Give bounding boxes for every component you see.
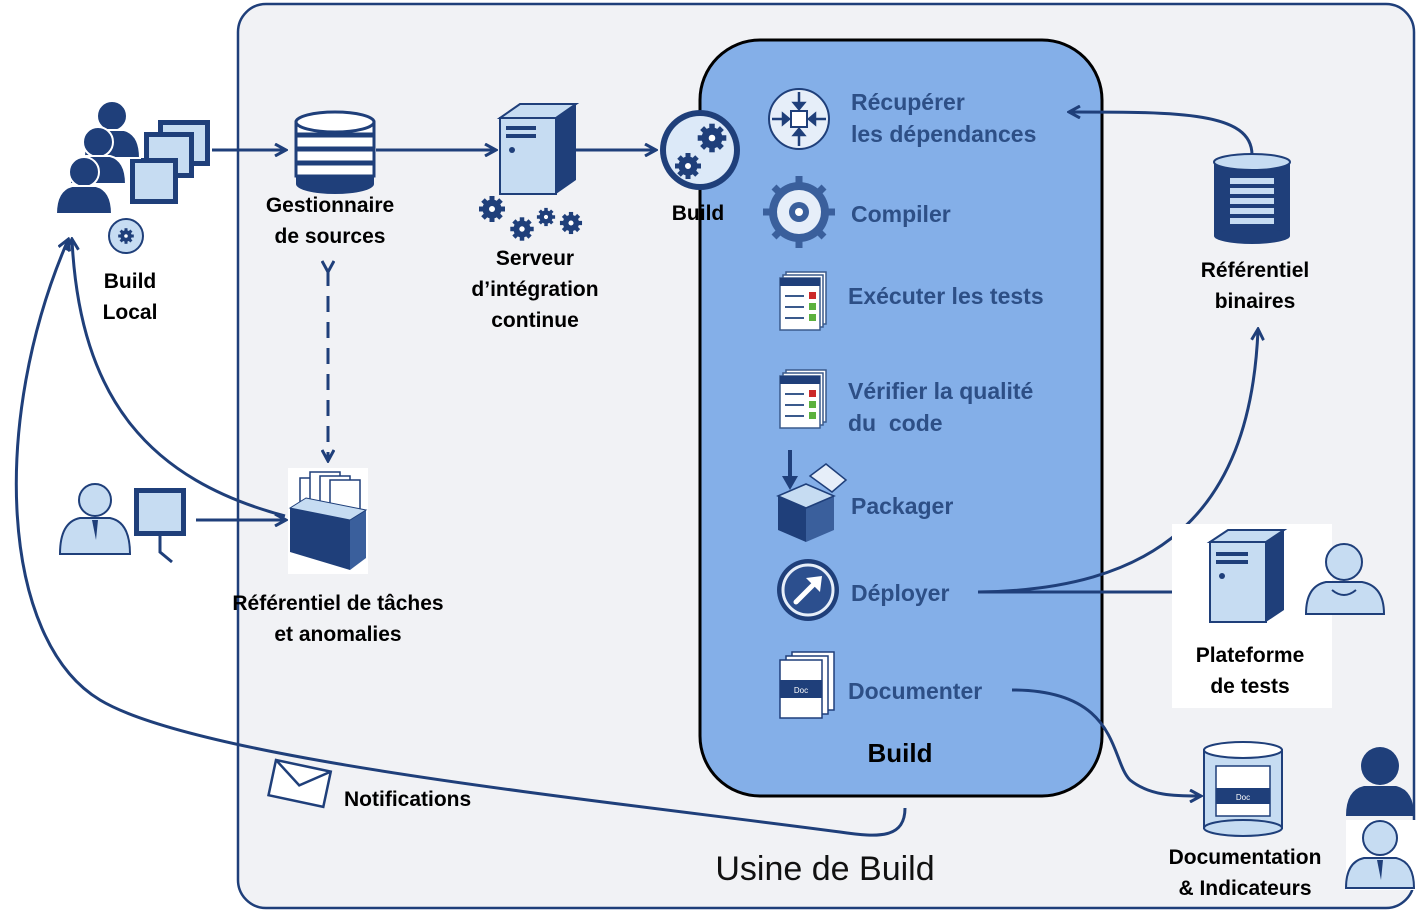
build-local-icon (55, 100, 210, 254)
tester-person-icon (1304, 543, 1386, 615)
step-dependencies-line2: les dépendances (851, 121, 1037, 147)
step-package: Packager (851, 493, 954, 519)
arrow-tasks-to-local (72, 240, 286, 518)
build-box-title: Build (867, 738, 933, 768)
source-manager-label: Gestionnaire de sources (240, 190, 420, 252)
step-document: Documenter (848, 678, 983, 704)
task-repository-line1: Référentiel de tâches (232, 592, 444, 615)
build-gears-icon (660, 110, 740, 190)
step-quality-line1: Vérifier la qualité (848, 378, 1034, 404)
documentation-repository-icon: Doc (1203, 741, 1283, 837)
ci-server-line2: d’intégration (471, 278, 599, 301)
task-repository-label: Référentiel de tâches et anomalies (198, 588, 478, 650)
binary-repository-line1: Référentiel (1200, 259, 1310, 282)
build-local-line1: Build (103, 270, 157, 293)
database-icon (294, 110, 376, 194)
binary-repository-icon (1213, 153, 1291, 244)
step-quality-line2: du code (848, 410, 943, 436)
ci-server-line3: continue (491, 309, 579, 332)
arrow-doc-to-indicators (1011, 688, 1200, 796)
task-repository-icon (288, 468, 368, 574)
source-manager-line2: de sources (274, 225, 386, 248)
arrow-binaries-to-dependencies (1070, 112, 1254, 156)
target-icon (768, 88, 830, 150)
documentation-line1: Documentation (1168, 846, 1322, 869)
step-tests: Exécuter les tests (848, 283, 1044, 309)
binary-repository-line2: binaires (1214, 290, 1296, 313)
step-deploy: Déployer (851, 580, 950, 606)
build-local-line2: Local (102, 301, 158, 324)
documentation-label: Documentation & Indicateurs (1150, 842, 1340, 904)
task-repository-line2: et anomalies (274, 623, 402, 646)
test-platform-line1: Plateforme (1195, 644, 1305, 667)
build-trigger-label: Build (671, 202, 725, 225)
svg-text:Doc: Doc (1236, 793, 1250, 802)
connectors (14, 112, 1258, 837)
mail-icon (267, 758, 333, 809)
ci-server-line1: Serveur (495, 247, 575, 270)
step-dependencies: Récupérer les dépendances (851, 86, 1036, 150)
package-icon (776, 450, 848, 542)
ci-server-label: Serveur d’intégration continue (445, 243, 625, 336)
svg-text:Doc: Doc (794, 686, 808, 695)
factory-title: Usine de Build (715, 850, 935, 888)
step-dependencies-line1: Récupérer (851, 89, 965, 115)
gear-icon (763, 176, 835, 248)
documentation-line2: & Indicateurs (1178, 877, 1312, 900)
arrow-notifications-to-local (14, 240, 907, 837)
step-quality: Vérifier la qualité du code (848, 375, 1033, 439)
test-server-icon (1206, 529, 1288, 623)
source-manager-line1: Gestionnaire (265, 194, 395, 217)
build-local-label: Build Local (90, 266, 170, 328)
test-platform-label: Plateforme de tests (1170, 640, 1330, 702)
checklist-icon (779, 271, 827, 331)
user-workstation-icon (58, 483, 186, 564)
deploy-arrow-icon (777, 559, 839, 621)
manager-persons-icon (1344, 747, 1416, 890)
server-icon (496, 103, 580, 195)
checklist-icon (779, 369, 827, 429)
document-stack-icon: Doc (779, 651, 835, 719)
notifications-label: Notifications (344, 788, 472, 811)
test-platform-line2: de tests (1210, 675, 1290, 698)
step-compile: Compiler (851, 201, 951, 227)
binary-repository-label: Référentiel binaires (1170, 255, 1340, 317)
